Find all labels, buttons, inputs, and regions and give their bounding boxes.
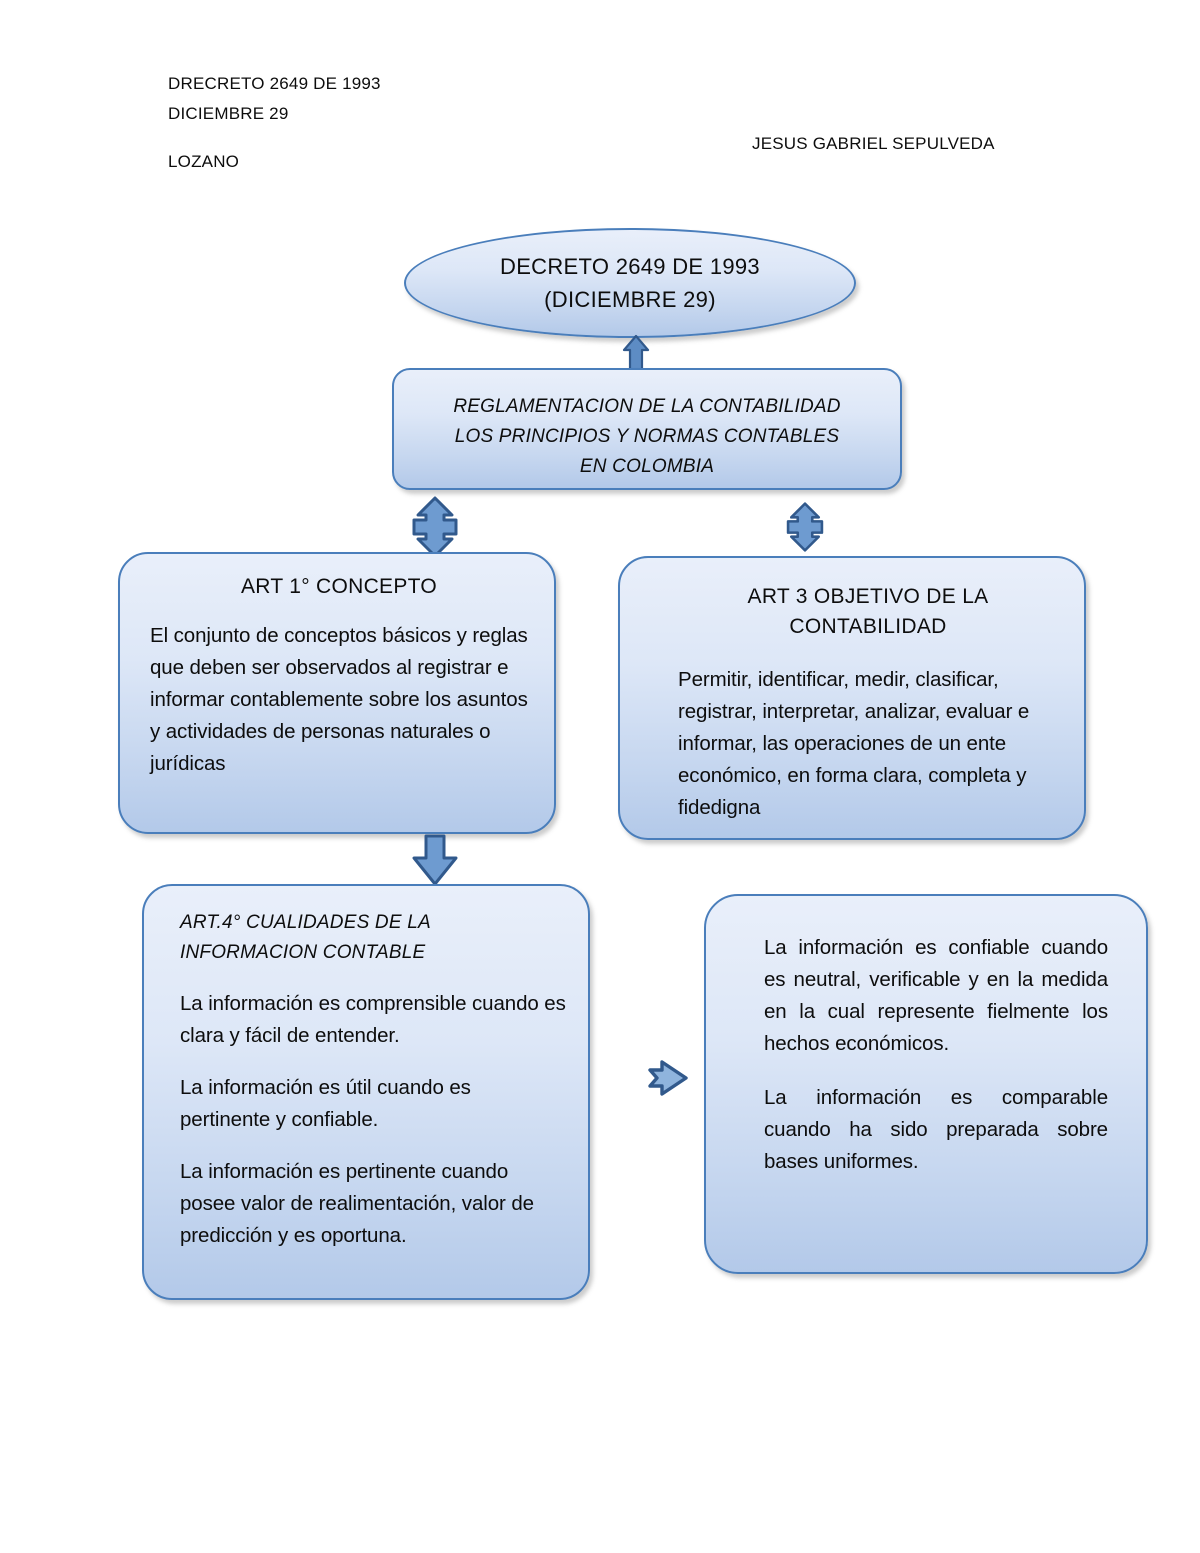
node-decreto-ellipse: DECRETO 2649 DE 1993 (DICIEMBRE 29): [404, 228, 856, 338]
node-art3-title: ART 3 OBJETIVO DE LA CONTABILIDAD: [747, 585, 989, 638]
node-confiable-paragraph: La información es comparable cuando ha s…: [764, 1086, 1108, 1173]
node-art4-paragraph: La información es útil cuando es pertine…: [180, 1076, 471, 1131]
header-date-line: DICIEMBRE 29: [168, 104, 289, 123]
header-decree-line: DRECRETO 2649 DE 1993: [168, 74, 381, 93]
arrow-up-down-icon: [780, 500, 830, 554]
node-informacion-confiable: La información es confiable cuando es ne…: [704, 894, 1148, 1274]
arrow-down-icon: [404, 834, 466, 886]
node-reglamentacion: REGLAMENTACION DE LA CONTABILIDAD LOS PR…: [392, 368, 902, 490]
header-surname-line: LOZANO: [168, 152, 240, 171]
header-author-name: JESUS GABRIEL SEPULVEDA: [752, 134, 995, 153]
node-confiable-paragraph: La información es confiable cuando es ne…: [764, 936, 1108, 1055]
arrow-up-down-icon: [404, 496, 466, 558]
node-art1-concepto: ART 1° CONCEPTO El conjunto de conceptos…: [118, 552, 556, 834]
node-art1-body: El conjunto de conceptos básicos y regla…: [150, 624, 528, 775]
node-art3-objetivo: ART 3 OBJETIVO DE LA CONTABILIDAD Permit…: [618, 556, 1086, 840]
node-decreto-title: DECRETO 2649 DE 1993 (DICIEMBRE 29): [500, 254, 760, 312]
node-art4-title: ART.4° CUALIDADES DE LA INFORMACION CONT…: [180, 912, 431, 963]
node-art3-body: Permitir, identificar, medir, clasificar…: [678, 668, 1030, 819]
node-art4-paragraph: La información es comprensible cuando es…: [180, 992, 566, 1047]
arrow-right-icon: [646, 1056, 690, 1100]
node-art1-title: ART 1° CONCEPTO: [240, 575, 438, 598]
node-reglamentacion-title: REGLAMENTACION DE LA CONTABILIDAD LOS PR…: [453, 396, 841, 477]
node-art4-paragraph: La información es pertinente cuando pose…: [180, 1160, 534, 1247]
node-art4-cualidades: ART.4° CUALIDADES DE LA INFORMACION CONT…: [142, 884, 590, 1300]
